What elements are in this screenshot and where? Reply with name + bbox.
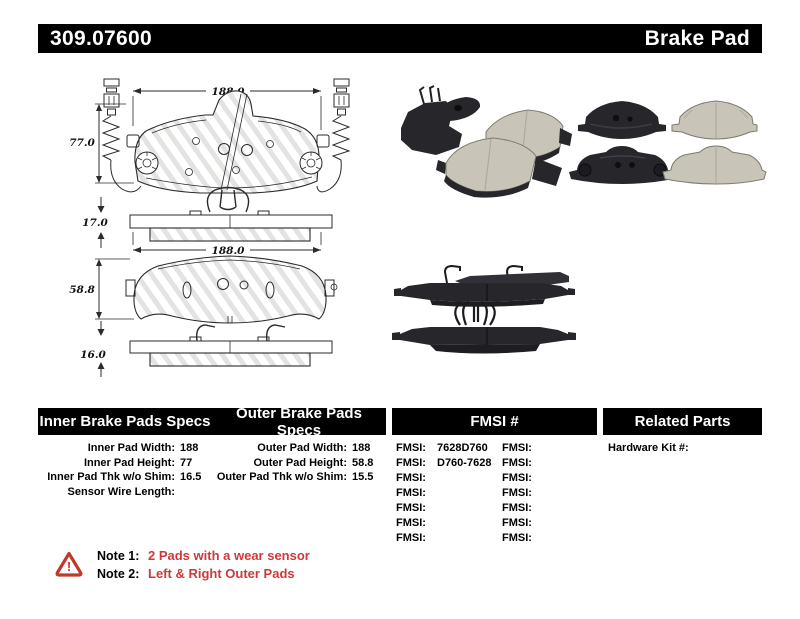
inner-specs-title: Inner Brake Pads Specs [39,413,211,430]
spec-row: Outer Pad Thk w/o Shim:15.5 [216,471,374,484]
fmsi-row: FMSI: [396,532,426,544]
fmsi-row: FMSI: [502,472,532,484]
wear-sensor-left-drawing [101,78,142,193]
retainer-clip-drawing [206,93,250,213]
spec-row: Outer Pad Height:58.8 [253,456,374,469]
notes-block: Note 1: 2 Pads with a wear sensor Note 2… [97,548,310,584]
inner-pad-edge-drawing [129,210,333,242]
fmsi-row: FMSI: [396,517,426,529]
product-photos [392,85,767,354]
outer-pad-front-drawing [125,255,338,324]
note-row: Note 2: Left & Right Outer Pads [97,566,295,581]
photo-edge-views [392,264,576,354]
fmsi-row: FMSI: [502,502,532,514]
spec-row: Inner Pad Thk w/o Shim:16.5 [47,471,202,484]
related-parts-row: Hardware Kit #: [608,442,689,454]
fmsi-row: FMSI:7628D760 [396,442,488,454]
fmsi-row: FMSI: [502,532,532,544]
fmsi-header-bar: FMSI # [392,408,597,435]
related-parts-title: Related Parts [634,413,731,430]
fmsi-row: FMSI: [502,487,532,499]
note-row: Note 1: 2 Pads with a wear sensor [97,548,310,563]
title-bar: 309.07600 Brake Pad [38,24,762,53]
outer-pad-edge-drawing [129,324,333,367]
related-parts-header-bar: Related Parts [603,408,762,435]
technical-drawing: 188.0 77.0 [69,78,351,377]
spec-row: Outer Pad Width:188 [257,442,371,454]
svg-text:58.8: 58.8 [69,284,95,296]
svg-text:188.0: 188.0 [212,245,246,257]
fmsi-row: FMSI: [396,487,426,499]
dim-inner-height: 77.0 [69,103,134,184]
photo-pad-set-perspective [401,85,572,198]
dim-outer-thickness: 16.0 [80,321,106,377]
fmsi-right-column: FMSI: FMSI: FMSI: FMSI: FMSI: FMSI: FMSI… [502,441,598,546]
specs-header-bar: Inner Brake Pads Specs Outer Brake Pads … [38,405,386,439]
fmsi-row: FMSI: [502,517,532,529]
spec-row: Inner Pad Width:188 [87,442,199,454]
fmsi-row: FMSI:D760-7628 [396,457,492,469]
outer-specs-column: Outer Pad Width:188 Outer Pad Height:58.… [210,441,388,485]
fmsi-row: FMSI: [502,457,532,469]
inner-pad-front-drawing [126,90,330,194]
fmsi-row: FMSI: [396,502,426,514]
dim-outer-width: 188.0 [132,232,322,257]
outer-specs-title: Outer Brake Pads Specs [236,404,362,439]
related-parts-column: Hardware Kit #: [608,441,762,456]
page-title: Brake Pad [644,26,750,50]
warning-icon: ! [55,551,83,577]
dim-inner-thickness: 17.0 [82,197,108,248]
inner-specs-column: Inner Pad Width:188 Inner Pad Height:77 … [38,441,216,499]
svg-text:77.0: 77.0 [69,137,95,149]
fmsi-row: FMSI: [502,442,532,454]
dim-outer-height: 58.8 [69,258,134,320]
svg-text:17.0: 17.0 [82,217,108,229]
spec-row: Sensor Wire Length: [67,485,175,498]
spec-row: Inner Pad Height:77 [83,456,193,469]
fmsi-title: FMSI # [470,413,519,430]
svg-text:!: ! [67,559,71,574]
fmsi-left-column: FMSI:7628D760 FMSI:D760-7628 FMSI: FMSI:… [396,441,498,546]
part-number: 309.07600 [50,26,152,50]
photo-pad-grid [569,100,767,185]
fmsi-row: FMSI: [396,472,426,484]
svg-text:16.0: 16.0 [80,349,106,361]
wear-sensor-right-drawing [316,78,351,193]
